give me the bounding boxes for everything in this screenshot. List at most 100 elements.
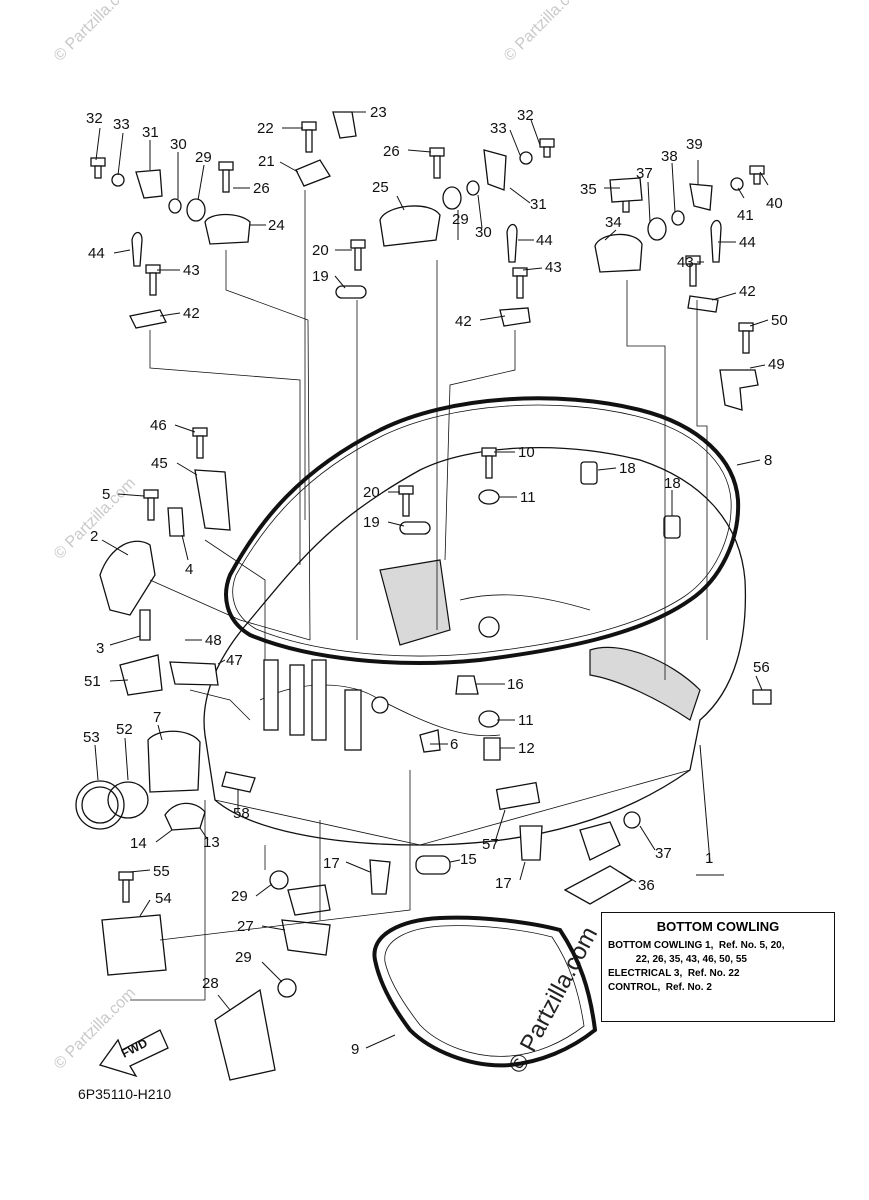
bolt [685, 255, 701, 287]
callout-6: 6 [450, 736, 458, 753]
callout-45: 45 [151, 455, 168, 472]
bolt [738, 322, 754, 354]
callout-16: 16 [507, 676, 524, 693]
callout-52: 52 [116, 721, 133, 738]
callout-38: 38 [661, 148, 678, 165]
callout-7: 7 [153, 709, 161, 726]
callout-20: 20 [363, 484, 380, 501]
callout-11: 11 [518, 712, 534, 729]
watermark: © Partzilla.com [51, 0, 139, 65]
callout-31: 31 [142, 124, 159, 141]
callout-56: 56 [753, 659, 770, 676]
callout-18: 18 [619, 460, 636, 477]
callout-42: 42 [183, 305, 200, 322]
bolt [512, 267, 528, 299]
callout-15: 15 [460, 851, 477, 868]
bottom-gasket [372, 915, 598, 1068]
callout-42: 42 [455, 313, 472, 330]
bolt [429, 147, 445, 179]
bolt [145, 264, 161, 296]
callout-17: 17 [495, 875, 512, 892]
callout-30: 30 [475, 224, 492, 241]
callout-32: 32 [86, 110, 103, 127]
callout-17: 17 [323, 855, 340, 872]
callout-13: 13 [203, 834, 220, 851]
callout-55: 55 [153, 863, 170, 880]
callout-53: 53 [83, 729, 100, 746]
info-box-title: BOTTOM COWLING [656, 919, 780, 934]
fwd-arrow: FWD [98, 1029, 169, 1078]
callout-29: 29 [195, 149, 212, 166]
callout-41: 41 [737, 207, 754, 224]
callout-2: 2 [90, 528, 98, 545]
callout-12: 12 [518, 740, 535, 757]
callout-29: 29 [452, 211, 469, 228]
callout-34: 34 [605, 214, 622, 231]
callout-57: 57 [482, 836, 499, 853]
callout-44: 44 [536, 232, 553, 249]
bolt [192, 427, 208, 459]
reference-info-box: BOTTOM COWLING BOTTOM COWLING 1, Ref. No… [601, 912, 835, 1022]
callout-21: 21 [258, 153, 275, 170]
callout-14: 14 [130, 835, 147, 852]
bolt [398, 485, 414, 517]
callout-3: 3 [96, 640, 104, 657]
callout-19: 19 [363, 514, 380, 531]
callout-54: 54 [155, 890, 172, 907]
callout-23: 23 [370, 104, 387, 121]
bolt [143, 489, 159, 521]
info-box-line: 22, 26, 35, 43, 46, 50, 55 [608, 954, 747, 965]
callout-31: 31 [530, 196, 547, 213]
bottom-cowling-shell [203, 447, 747, 846]
callout-27: 27 [237, 918, 254, 935]
callout-44: 44 [88, 245, 105, 262]
callout-37: 37 [655, 845, 672, 862]
callout-51: 51 [84, 673, 101, 690]
callout-43: 43 [545, 259, 562, 276]
seal-ring [224, 396, 741, 665]
callout-24: 24 [268, 217, 285, 234]
callout-19: 19 [312, 268, 329, 285]
callout-37: 37 [636, 165, 653, 182]
callout-39: 39 [686, 136, 703, 153]
leader-lines [94, 111, 769, 1049]
bolt [350, 239, 366, 271]
bolt [90, 157, 106, 179]
info-box-line: BOTTOM COWLING 1, Ref. No. 5, 20, [608, 940, 785, 951]
diagram-code: 6P35110-H210 [78, 1086, 172, 1102]
bolt [301, 121, 317, 153]
callout-50: 50 [771, 312, 788, 329]
callout-29: 29 [235, 949, 252, 966]
callout-26: 26 [383, 143, 400, 160]
bolt [118, 871, 134, 903]
callout-18: 18 [664, 475, 681, 492]
callout-22: 22 [257, 120, 274, 137]
callout-32: 32 [517, 107, 534, 124]
bolt [749, 165, 765, 185]
bolt [539, 138, 555, 158]
watermark: © Partzilla.com [501, 0, 589, 65]
callout-4: 4 [185, 561, 193, 578]
callout-5: 5 [102, 486, 110, 503]
info-box-line: ELECTRICAL 3, Ref. No. 22 [608, 968, 740, 979]
callout-26: 26 [253, 180, 270, 197]
callout-36: 36 [638, 877, 655, 894]
callout-42: 42 [739, 283, 756, 300]
callout-25: 25 [372, 179, 389, 196]
callout-11: 11 [520, 489, 536, 506]
callout-49: 49 [768, 356, 785, 373]
callout-58: 58 [233, 805, 250, 822]
callout-43: 43 [677, 254, 694, 271]
callout-35: 35 [580, 181, 597, 198]
bolt [218, 161, 234, 193]
callout-46: 46 [150, 417, 167, 434]
callout-30: 30 [170, 136, 187, 153]
callout-44: 44 [739, 234, 756, 251]
callout-29: 29 [231, 888, 248, 905]
callout-43: 43 [183, 262, 200, 279]
callout-8: 8 [764, 452, 772, 469]
callout-47: 47 [226, 652, 243, 669]
callout-9: 9 [351, 1041, 359, 1058]
callout-1: 1 [705, 850, 713, 867]
